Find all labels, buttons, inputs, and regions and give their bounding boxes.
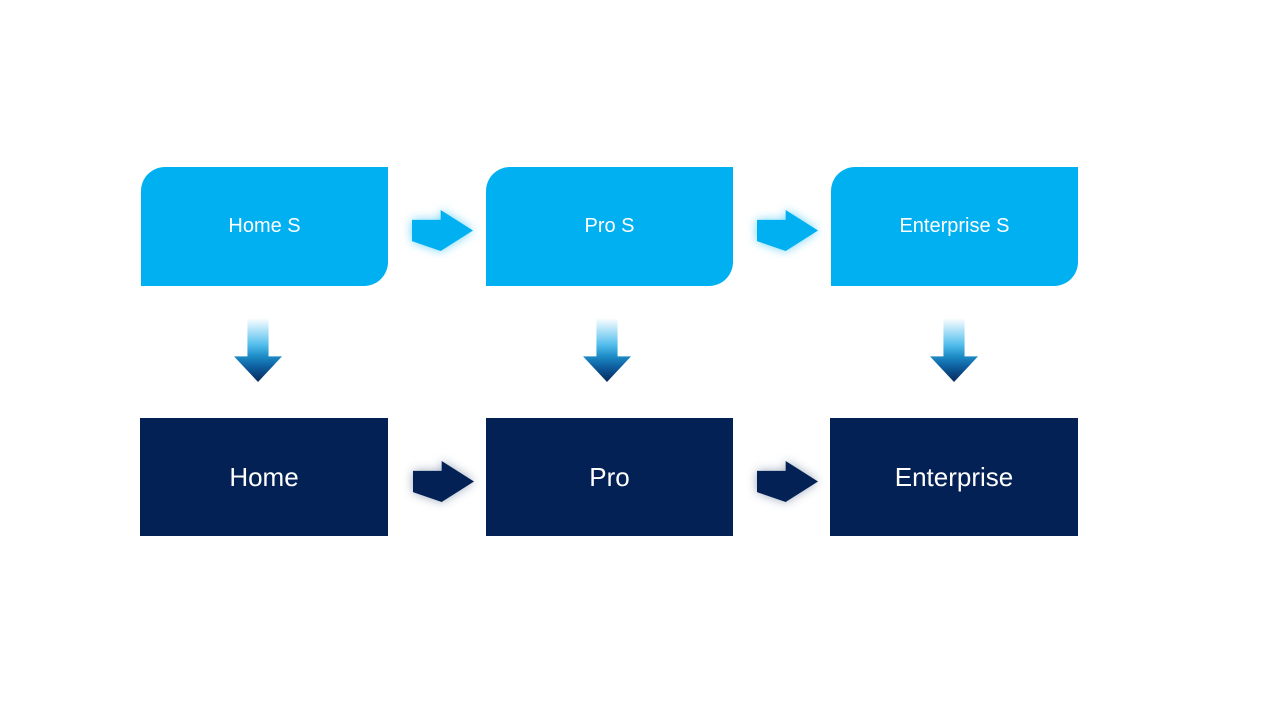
node-enterprise-s: Enterprise S [831,167,1078,286]
node-home-label: Home [229,461,299,492]
node-enterprise: Enterprise [830,418,1078,536]
node-enterprise-label: Enterprise [894,461,1014,492]
node-home-s-label: Home S [228,215,301,237]
node-enterprise-s-label: Enterprise S [899,215,1010,237]
right-arrow-icon [412,210,473,251]
right-arrow-icon [413,461,474,502]
node-pro-label: Pro [589,461,630,492]
node-pro-s: Pro S [486,167,733,286]
right-arrow-shape [757,461,818,502]
right-arrow-icon [757,461,818,502]
right-arrow-shape [413,461,474,502]
node-home: Home [140,418,388,536]
down-arrow-icon [583,318,631,382]
down-arrow-icon [930,318,978,382]
node-pro: Pro [486,418,733,536]
right-arrow-icon [757,210,818,251]
down-arrow-icon [234,318,282,382]
node-pro-s-label: Pro S [584,215,635,237]
node-home-s: Home S [141,167,388,286]
right-arrow-shape [412,210,473,251]
right-arrow-shape [757,210,818,251]
